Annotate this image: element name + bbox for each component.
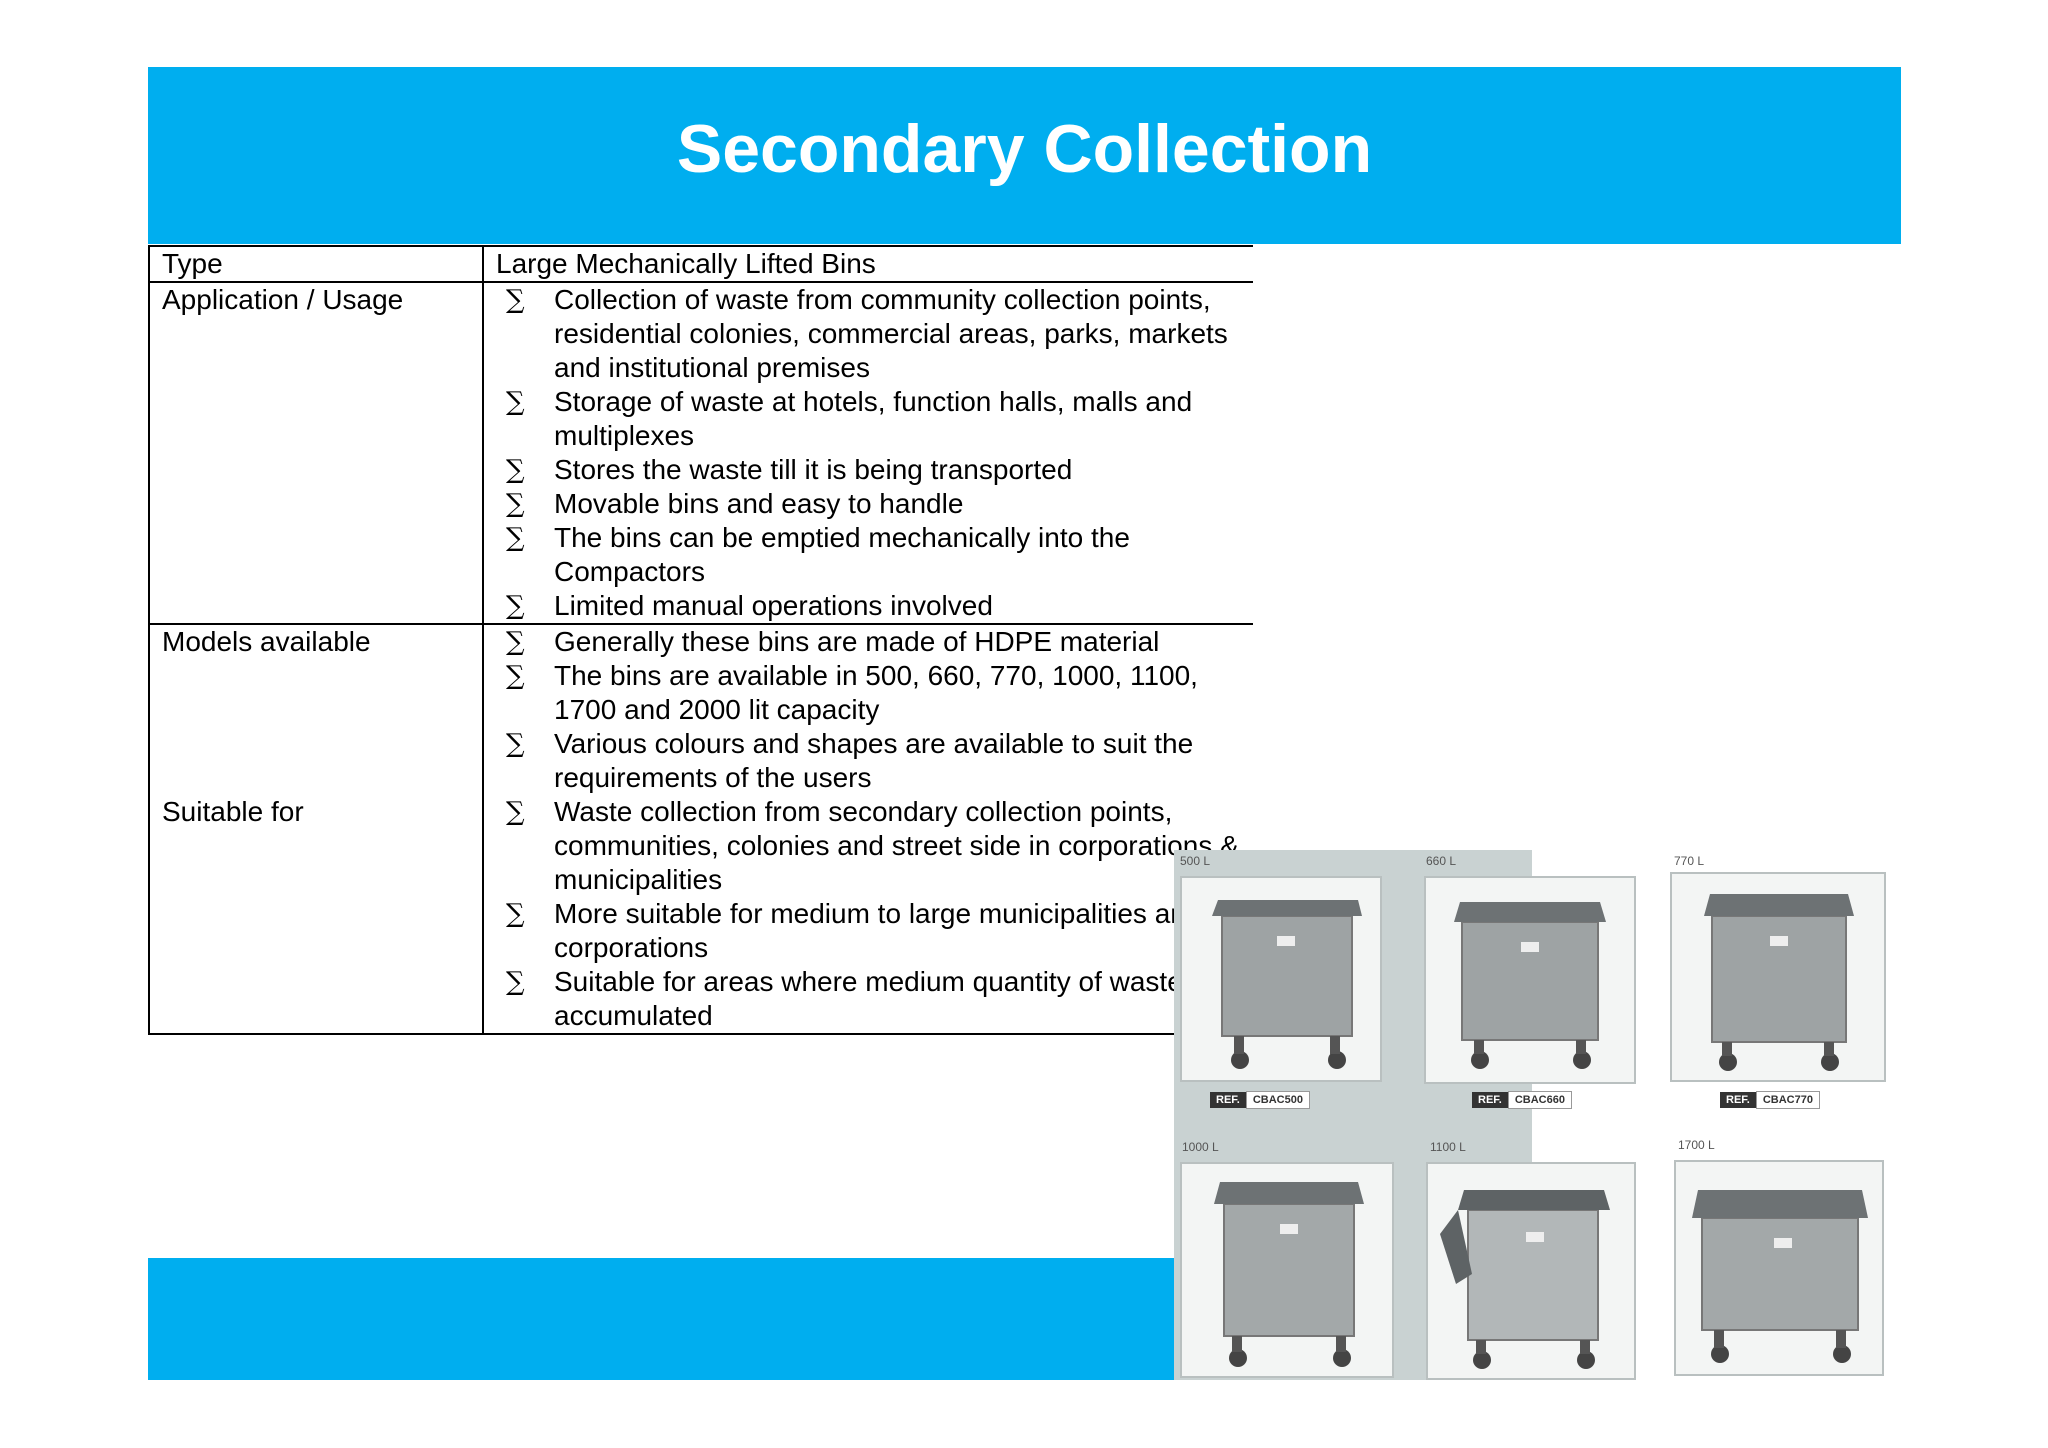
page-title: Secondary Collection xyxy=(676,111,1373,187)
bin-capacity-label: 770 L xyxy=(1674,854,1705,868)
sigma-bullet-icon: ∑ xyxy=(506,523,525,553)
bin-frame xyxy=(1674,1160,1884,1376)
bin-frame xyxy=(1670,872,1886,1082)
sigma-bullet-icon: ∑ xyxy=(506,387,525,417)
row-label: Suitable for xyxy=(148,795,484,1035)
bin-frame xyxy=(1180,1162,1394,1378)
sigma-bullet-icon: ∑ xyxy=(506,627,525,657)
ref-tag: REF.CBAC660 xyxy=(1472,1091,1572,1109)
row-label: Models available xyxy=(148,624,484,795)
sigma-bullet-icon: ∑ xyxy=(506,797,525,827)
bin-1700-icon xyxy=(1692,1190,1868,1363)
bin-frame xyxy=(1180,876,1382,1082)
bin-frame xyxy=(1426,1162,1636,1380)
bin-1100-icon xyxy=(1440,1190,1610,1369)
sigma-bullet-icon: ∑ xyxy=(506,285,525,315)
list-item: ∑Suitable for areas where medium quantit… xyxy=(506,966,1211,1031)
type-label: Type xyxy=(148,245,484,283)
list-item: ∑The bins can be emptied mechanically in… xyxy=(506,522,1130,587)
bin-capacity-label: 1000 L xyxy=(1182,1140,1219,1154)
list-item: ∑Collection of waste from community coll… xyxy=(506,284,1228,383)
bin-frame xyxy=(1424,876,1636,1084)
bin-capacity-label: 500 L xyxy=(1180,854,1211,868)
bin-capacity-label: 660 L xyxy=(1426,854,1457,868)
bin-1000-icon xyxy=(1214,1182,1364,1367)
table-row: Application / Usage ∑Collection of waste… xyxy=(148,282,1253,625)
sigma-bullet-icon: ∑ xyxy=(506,899,525,929)
list-item: ∑Stores the waste till it is being trans… xyxy=(506,454,1073,485)
type-value: Large Mechanically Lifted Bins xyxy=(483,245,1253,283)
list-item: ∑Generally these bins are made of HDPE m… xyxy=(506,626,1160,657)
list-item: ∑More suitable for medium to large munic… xyxy=(506,898,1202,963)
list-item: ∑Waste collection from secondary collect… xyxy=(506,796,1239,895)
list-item: ∑Various colours and shapes are availabl… xyxy=(506,728,1194,793)
sigma-bullet-icon: ∑ xyxy=(506,967,525,997)
bullet-list: ∑Generally these bins are made of HDPE m… xyxy=(496,625,1249,795)
bins-photo: 500 L REF.CBAC500 660 L REF.CBAC660 770 … xyxy=(1174,850,1901,1380)
sigma-bullet-icon: ∑ xyxy=(506,591,525,621)
sigma-bullet-icon: ∑ xyxy=(506,455,525,485)
table-row: Suitable for ∑Waste collection from seco… xyxy=(148,795,1253,1035)
row-label: Application / Usage xyxy=(148,282,484,625)
sigma-bullet-icon: ∑ xyxy=(506,661,525,691)
table-row: Type Large Mechanically Lifted Bins xyxy=(148,245,1253,283)
bin-770-icon xyxy=(1704,894,1854,1071)
list-item: ∑Storage of waste at hotels, function ha… xyxy=(506,386,1193,451)
bin-500-icon xyxy=(1212,900,1362,1069)
bullet-list: ∑Collection of waste from community coll… xyxy=(496,283,1249,623)
table-row: Models available ∑Generally these bins a… xyxy=(148,624,1253,795)
ref-tag: REF.CBAC500 xyxy=(1210,1091,1310,1109)
spec-table: Type Large Mechanically Lifted Bins Appl… xyxy=(148,245,1253,1035)
bullet-list: ∑Waste collection from secondary collect… xyxy=(496,795,1249,1033)
bin-capacity-label: 1700 L xyxy=(1678,1138,1715,1152)
header-band: Secondary Collection xyxy=(148,67,1901,244)
bin-capacity-label: 1100 L xyxy=(1430,1140,1466,1154)
bin-660-icon xyxy=(1454,902,1606,1069)
list-item: ∑Movable bins and easy to handle xyxy=(506,488,964,519)
sigma-bullet-icon: ∑ xyxy=(506,729,525,759)
sigma-bullet-icon: ∑ xyxy=(506,489,525,519)
list-item: ∑The bins are available in 500, 660, 770… xyxy=(506,660,1198,725)
list-item: ∑Limited manual operations involved xyxy=(506,590,993,621)
ref-tag: REF.CBAC770 xyxy=(1720,1091,1820,1109)
